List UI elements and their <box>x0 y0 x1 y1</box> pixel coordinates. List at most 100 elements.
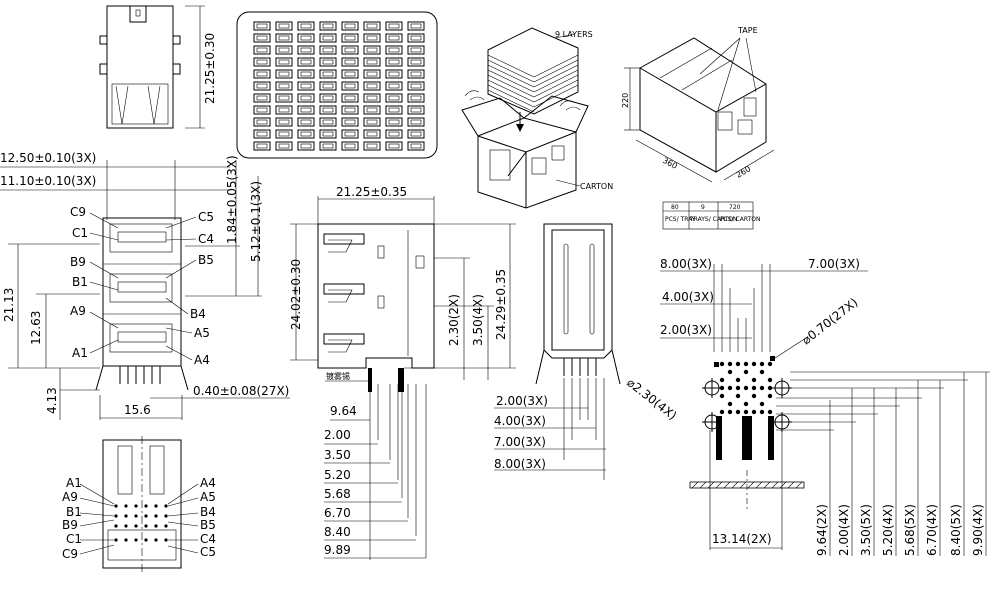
bottom-pin-b5: B5 <box>200 518 216 532</box>
tray-cell-inner <box>366 107 378 113</box>
side-offset-7: 8.40 <box>324 525 351 539</box>
tray-view <box>236 11 438 159</box>
front-pin-b5: B5 <box>198 253 214 267</box>
tray-cell-inner <box>388 143 400 149</box>
front-pin-c1: C1 <box>72 226 88 240</box>
tray-cell <box>407 81 425 91</box>
pcb-hole <box>751 361 757 367</box>
tray-cell <box>319 105 337 115</box>
tray-cell <box>275 81 293 91</box>
tray-cell-inner <box>256 107 268 113</box>
tray-cell <box>275 69 293 79</box>
front-pin-c4: C4 <box>198 232 214 246</box>
tray-cell-inner <box>388 71 400 77</box>
pcb-hole-dia: ⌀0.70(27X) <box>799 295 860 347</box>
tray-cell-inner <box>410 71 422 77</box>
side-offset-3: 3.50 <box>324 448 351 462</box>
tray-cell <box>275 21 293 31</box>
pcb-hole <box>743 361 749 367</box>
front-pin-c9: C9 <box>70 205 86 219</box>
tray-cell <box>319 81 337 91</box>
table-header-2: TRAYS/ CARTON <box>689 216 738 223</box>
tray-cell <box>319 21 337 31</box>
tray-cell-inner <box>344 131 356 137</box>
pcb-hole <box>759 401 765 407</box>
pcb-hole <box>735 385 741 391</box>
tray-cell <box>385 141 403 151</box>
pcb-hole <box>759 409 765 415</box>
front-view: 12.50±0.10(3X) 11.10±0.10(3X) C9 C1 B9 B… <box>0 151 290 420</box>
tray-cell <box>319 69 337 79</box>
tray-cell-inner <box>344 107 356 113</box>
tray-cell <box>319 129 337 139</box>
front-right-dim-1: 1.84±0.05(3X) <box>225 155 239 244</box>
front-width-dim-1: 12.50±0.10(3X) <box>0 151 96 165</box>
table-header-3: PCS/ CARTON <box>720 216 760 223</box>
tray-cell-inner <box>322 71 334 77</box>
tray-cell-inner <box>322 83 334 89</box>
tray-cell-inner <box>256 59 268 65</box>
tray-cell <box>297 45 315 55</box>
tray-cell-inner <box>388 131 400 137</box>
pcb-hole <box>727 401 733 407</box>
tray-cell <box>297 81 315 91</box>
tray-cell <box>341 141 359 151</box>
front-pin-a4: A4 <box>194 353 210 367</box>
tray-cell-inner <box>278 47 290 53</box>
tray-cell-inner <box>300 83 312 89</box>
tray-cell-inner <box>278 71 290 77</box>
pcb-hole-grid <box>719 361 773 415</box>
front-pin-c5: C5 <box>198 210 214 224</box>
pcb-hole <box>743 385 749 391</box>
tray-cell <box>297 33 315 43</box>
pcb-right-dim-6: 6.70(4X) <box>925 504 939 556</box>
tray-cell <box>341 129 359 139</box>
tray-cell <box>363 141 381 151</box>
tray-cell <box>253 57 271 67</box>
front-pin-a5: A5 <box>194 326 210 340</box>
side-offset-5: 5.68 <box>324 487 351 501</box>
pcb-hole <box>727 369 733 375</box>
tray-cell-inner <box>256 71 268 77</box>
tray-cell <box>341 33 359 43</box>
tray-cell <box>341 45 359 55</box>
tray-cell-inner <box>278 119 290 125</box>
front-pin-b4: B4 <box>190 307 206 321</box>
box-width: 260 <box>735 164 753 179</box>
tray-cell <box>319 45 337 55</box>
tray-cell-inner <box>278 107 290 113</box>
front-pin-b9: B9 <box>70 255 86 269</box>
front-right-dim-2: 5.12±0.1(3X) <box>249 181 263 262</box>
front-width-dim-2: 11.10±0.10(3X) <box>0 174 96 188</box>
tray-cell <box>319 93 337 103</box>
tray-cell-inner <box>366 131 378 137</box>
pcb-hole <box>743 409 749 415</box>
pcb-hole <box>719 361 725 367</box>
tray-cell-inner <box>344 119 356 125</box>
tray-cell-inner <box>300 35 312 41</box>
side-dim-2x: 2.30(2X) <box>447 294 461 346</box>
pcb-hole <box>727 361 733 367</box>
tray-cell <box>341 105 359 115</box>
pcb-hole <box>767 409 773 415</box>
pcb-hole <box>759 361 765 367</box>
tray-cell <box>385 45 403 55</box>
side-width-dim: 21.25±0.35 <box>336 185 407 199</box>
packaging-table: 80 9 720 PCS/ TRAY TRAYS/ CARTON PCS/ CA… <box>662 201 760 230</box>
tray-cell <box>385 129 403 139</box>
tray-cell <box>253 129 271 139</box>
pcb-layout: 8.00(3X) 7.00(3X) 4.00(3X) 2.00(3X) ⌀0.7… <box>624 257 990 556</box>
tray-cell-inner <box>278 143 290 149</box>
tray-cell-inner <box>256 47 268 53</box>
tray-cell <box>363 129 381 139</box>
tray-cell <box>319 57 337 67</box>
taped-box-view: TAPE 220 360 260 <box>621 26 775 183</box>
rear-dim-2: 4.00(3X) <box>494 414 546 428</box>
pcb-hole <box>751 393 757 399</box>
tray-cell-inner <box>256 119 268 125</box>
pcb-top-dim-3: 4.00(3X) <box>662 290 714 304</box>
tray-cell-inner <box>256 95 268 101</box>
pcb-hole <box>735 377 741 383</box>
tray-cell <box>407 93 425 103</box>
tray-cell-inner <box>322 143 334 149</box>
